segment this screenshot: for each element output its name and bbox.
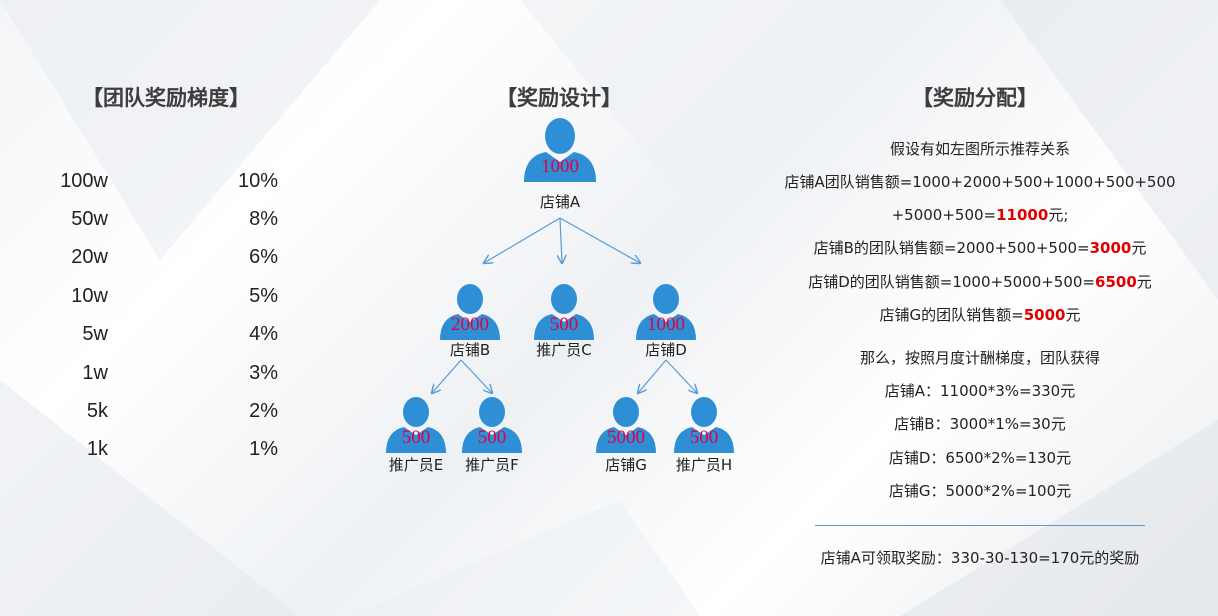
store-a-sales-line2: +5000+500=11000元; [780, 204, 1180, 225]
store-g-sales-prefix: 店铺G的团队销售额= [879, 306, 1024, 324]
tier-amount: 5w [82, 323, 108, 345]
node-value: 500 [689, 427, 719, 448]
node-label: 推广员C [536, 341, 592, 359]
node-label: 推广员F [465, 456, 519, 474]
node-label: 推广员H [675, 456, 733, 474]
tier-percent: 4% [249, 323, 278, 345]
tier-amount: 10w [71, 285, 108, 307]
allocation-conclusion: 店铺A可领取奖励：330-30-130=170元的奖励 [820, 549, 1140, 567]
node-promoter-f: 500 [452, 397, 532, 453]
person-icon [440, 284, 500, 340]
node-store-d: 1000 [626, 284, 706, 340]
tier-amount: 20w [71, 246, 108, 268]
edge-b-f [460, 359, 492, 393]
allocation-intro: 假设有如左图所示推荐关系 [889, 140, 1070, 158]
allocation-then: 那么，按照月度计酬梯度，团队获得 [859, 349, 1100, 367]
store-g-reward-calc: 店铺G：5000*2%=100元 [888, 482, 1072, 500]
store-b-sales: 店铺B的团队销售额=2000+500+500=3000元 [780, 237, 1180, 258]
node-store-g: 5000 [586, 397, 666, 453]
person-icon [636, 284, 696, 340]
tier-percent: 8% [249, 208, 278, 230]
store-d-reward-calc: 店铺D：6500*2%=130元 [888, 449, 1072, 467]
tier-section-title: 【团队奖励梯度】 [82, 86, 250, 110]
store-g-total: 5000 [1023, 306, 1066, 324]
node-value: 1000 [541, 156, 579, 177]
store-a-reward-calc: 店铺A：11000*3%=330元 [884, 382, 1076, 400]
tier-amount: 100w [60, 170, 108, 192]
tier-percent: 5% [249, 285, 278, 307]
edge-a-d [559, 217, 640, 263]
node-store-a: 1000 [520, 118, 600, 182]
node-label: 店铺G [605, 456, 647, 474]
node-label: 店铺D [645, 341, 687, 359]
tier-amount: 5k [86, 400, 108, 422]
edge-d-g [638, 359, 667, 393]
store-a-total: 11000 [996, 206, 1049, 224]
node-value: 500 [549, 314, 579, 335]
store-d-sales-prefix: 店铺D的团队销售额=1000+5000+500= [808, 273, 1096, 291]
store-b-reward-calc: 店铺B：3000*1%=30元 [894, 415, 1066, 433]
person-icon [596, 397, 656, 453]
edge-a-c [560, 217, 562, 263]
person-icon [674, 397, 734, 453]
store-b-sales-suffix: 元 [1131, 239, 1147, 257]
node-value: 2000 [451, 314, 489, 335]
tier-percent: 6% [249, 246, 278, 268]
store-a-sales-prefix: +5000+500= [891, 206, 997, 224]
node-promoter-c: 500 [524, 284, 604, 340]
person-icon [534, 284, 594, 340]
store-g-sales: 店铺G的团队销售额=5000元 [780, 304, 1180, 325]
node-label: 推广员E [388, 456, 444, 474]
tier-percent: 3% [249, 362, 278, 384]
edge-a-b [484, 217, 561, 263]
tier-amount: 1w [82, 362, 108, 384]
store-g-sales-suffix: 元 [1065, 306, 1081, 324]
allocation-section-title: 【奖励分配】 [912, 86, 1038, 110]
store-d-sales-suffix: 元 [1136, 273, 1152, 291]
store-a-sales-suffix: 元; [1048, 206, 1069, 224]
tier-percent: 10% [237, 170, 278, 192]
tier-amount: 50w [71, 208, 108, 230]
node-value: 500 [477, 427, 507, 448]
tier-percent: 2% [249, 400, 278, 422]
store-b-sales-prefix: 店铺B的团队销售额=2000+500+500= [813, 239, 1090, 257]
node-store-b: 2000 [430, 284, 510, 340]
node-promoter-e: 500 [376, 397, 456, 453]
node-value: 5000 [607, 427, 645, 448]
node-label: 店铺A [539, 193, 581, 211]
design-section-title: 【奖励设计】 [496, 86, 622, 110]
person-icon [462, 397, 522, 453]
node-value: 1000 [647, 314, 685, 335]
person-icon [386, 397, 446, 453]
divider [815, 525, 1145, 526]
edge-b-e [432, 359, 462, 393]
store-d-total: 6500 [1095, 273, 1137, 291]
edge-d-h [665, 359, 697, 393]
node-promoter-h: 500 [664, 397, 744, 453]
tier-percent: 1% [249, 438, 278, 460]
store-b-total: 3000 [1089, 239, 1132, 257]
node-value: 500 [401, 427, 431, 448]
store-a-sales-line1: 店铺A团队销售额=1000+2000+500+1000+500+500 [784, 173, 1176, 191]
node-label: 店铺B [449, 341, 491, 359]
tier-amount: 1k [86, 438, 108, 460]
store-d-sales: 店铺D的团队销售额=1000+5000+500=6500元 [780, 271, 1180, 292]
person-icon [524, 118, 596, 182]
